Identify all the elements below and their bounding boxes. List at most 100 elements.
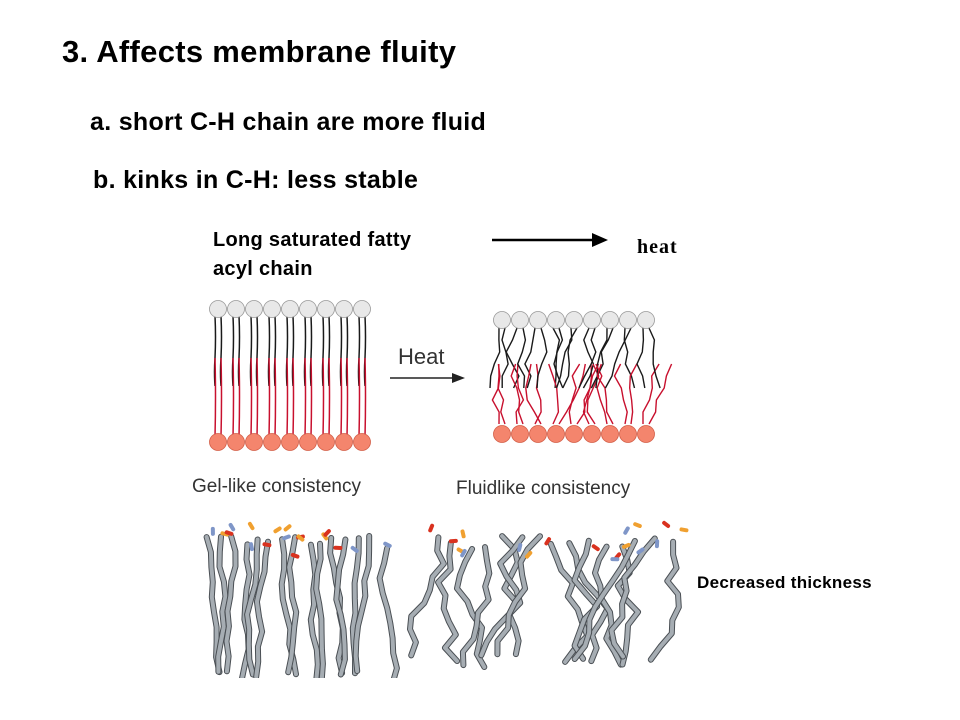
gel-lower-tail	[364, 357, 367, 438]
gel-lower-tail	[358, 357, 361, 438]
atom-stick	[290, 552, 300, 559]
atom-stick	[621, 542, 631, 549]
atom-stick	[350, 545, 359, 553]
fluid-headgroup	[601, 311, 619, 329]
gel-bilayer-tails	[213, 315, 367, 438]
atom-stick	[524, 550, 533, 559]
gel-lower-tail	[232, 357, 235, 438]
atom-stick	[460, 549, 467, 558]
atom-stick	[428, 523, 435, 533]
stick-chain	[286, 535, 299, 675]
fluid-upper-tail	[553, 327, 564, 389]
gel-lower-tail	[328, 357, 331, 438]
stick-chain	[334, 537, 348, 677]
fluid-lower-headgroup	[511, 425, 529, 443]
gel-headgroup	[281, 300, 299, 318]
gel-label: Gel-like consistency	[192, 476, 361, 497]
gel-lower-tail	[346, 357, 349, 438]
fluid-upper-tail	[536, 327, 548, 389]
fluid-upper-tail	[562, 327, 578, 389]
fluid-lower-tail	[648, 363, 673, 425]
atom-stick	[610, 557, 620, 562]
fluid-upper-tail	[501, 327, 509, 388]
fluid-lower-tail	[497, 363, 506, 425]
fluid-lower-tail	[613, 363, 628, 425]
stick-chain	[609, 536, 657, 659]
stick-chain	[548, 541, 590, 664]
gel-lower-tail	[340, 357, 343, 438]
fluid-lower-headgroup	[601, 425, 619, 443]
fluid-headgroup	[619, 311, 637, 329]
fluid-headgroup	[511, 311, 529, 329]
gel-lower-tail	[292, 357, 295, 438]
stick-chain	[353, 534, 372, 673]
fluid-lower-tail	[548, 363, 560, 425]
atom-stick	[623, 526, 630, 535]
fluid-lower-tail	[596, 363, 614, 425]
fluid-lower-headgroup	[583, 425, 601, 443]
fluid-headgroup	[493, 311, 511, 329]
fluid-bilayer-heads	[493, 311, 655, 443]
gel-lower-headgroup	[335, 433, 353, 451]
atom-stick	[517, 543, 523, 552]
stick-chain	[593, 544, 623, 667]
fluid-molecular-model	[407, 520, 689, 670]
atom-stick	[273, 526, 282, 534]
stick-chain	[455, 547, 487, 669]
gel-lower-headgroup	[263, 433, 281, 451]
fluid-lower-tail	[642, 363, 660, 424]
fluid-lower-headgroup	[493, 425, 511, 443]
gel-headgroup	[335, 300, 353, 318]
heat-label: Heat	[398, 344, 444, 369]
fluid-headgroup	[547, 311, 565, 329]
stick-chain	[216, 534, 228, 674]
gel-headgroup	[263, 300, 281, 318]
gel-bilayer-heads	[209, 300, 371, 451]
fluid-label: Fluidlike consistency	[456, 478, 631, 499]
fluid-upper-tail	[555, 327, 573, 389]
stick-chain	[377, 546, 399, 678]
fluid-lower-headgroup	[565, 425, 583, 443]
arrow-icon	[492, 233, 608, 247]
gel-lower-tail	[256, 357, 259, 438]
atom-stick	[633, 522, 642, 528]
fluid-lower-headgroup	[547, 425, 565, 443]
fluid-upper-tail	[648, 327, 661, 389]
stick-chain	[615, 544, 640, 667]
fluid-lower-tail	[558, 363, 586, 425]
stick-chain	[572, 538, 600, 661]
gel-lower-tail	[238, 357, 241, 438]
atom-stick	[544, 537, 552, 546]
point-kinks: b. kinks in C-H: less stable	[93, 166, 419, 194]
fluid-lower-tail	[515, 363, 525, 425]
gel-lower-headgroup	[245, 433, 263, 451]
gel-lower-headgroup	[353, 433, 371, 451]
fluid-lower-tail	[525, 363, 542, 425]
fluid-upper-tail	[636, 327, 646, 389]
fluid-lower-headgroup	[619, 425, 637, 443]
molecular-models	[203, 520, 689, 678]
atom-stick	[224, 530, 234, 536]
stick-chain	[254, 539, 270, 678]
stick-chain	[500, 534, 521, 657]
atom-stick	[333, 545, 343, 550]
fluid-upper-tail	[582, 327, 595, 389]
fluid-lower-tail	[628, 363, 638, 425]
stick-chain	[460, 545, 492, 668]
fluid-lower-tail	[576, 363, 593, 425]
gel-headgroup	[209, 300, 227, 318]
fluid-lower-tail	[510, 363, 524, 425]
stick-chain	[308, 542, 320, 678]
atom-stick	[210, 526, 215, 536]
atom-stick	[448, 538, 458, 544]
gel-headgroup	[317, 300, 335, 318]
stick-chain	[648, 539, 681, 662]
stick-chain	[572, 539, 637, 661]
atom-stick	[248, 542, 254, 552]
gel-lower-tail	[310, 357, 313, 438]
fluid-upper-tail	[595, 327, 614, 389]
gel-lower-tail	[286, 357, 289, 438]
stick-chain	[495, 534, 542, 657]
gel-lower-tail	[304, 357, 307, 438]
gel-lower-tail	[268, 357, 271, 438]
